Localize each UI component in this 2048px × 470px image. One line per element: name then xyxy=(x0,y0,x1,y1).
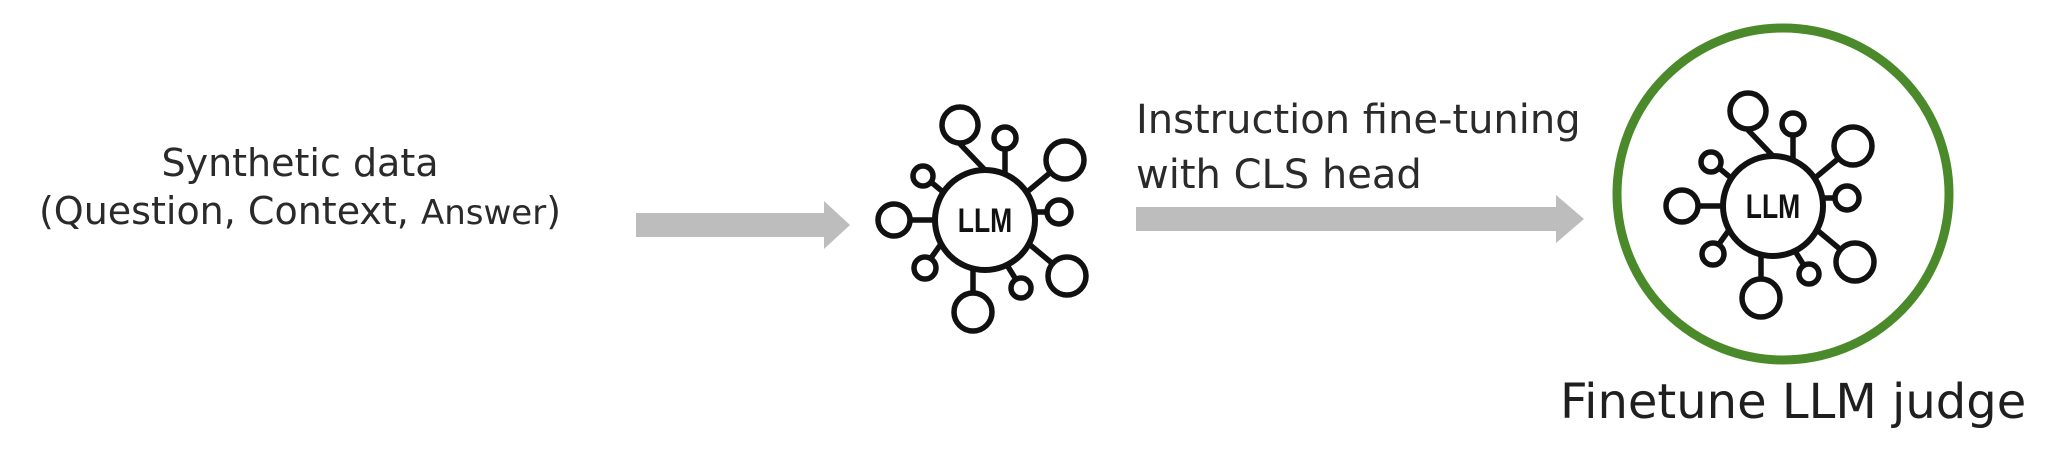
finetune-edge-line1: Instruction fine-tuning xyxy=(1136,97,1581,143)
llm-judge-icon-text: LLM xyxy=(1746,188,1800,226)
fields-suffix: ) xyxy=(546,188,562,233)
finetune-edge-label: Instruction fine-tuning with CLS head xyxy=(1136,93,1581,203)
llm-base-icon: LLM xyxy=(878,107,1086,331)
judge-label: Finetune LLM judge xyxy=(1560,374,2027,430)
fields-prefix: (Question, Context, xyxy=(38,188,421,233)
arrow-data-to-llm xyxy=(636,201,850,249)
llm-judge-icon: LLM xyxy=(1666,93,1874,317)
synthetic-data-fields: (Question, Context, Answer) xyxy=(0,188,600,236)
llm-base-icon-text: LLM xyxy=(958,202,1012,240)
judge-ring xyxy=(1612,23,1954,365)
synthetic-data-title: Synthetic data xyxy=(161,141,439,185)
finetune-edge-line2: with CLS head xyxy=(1136,152,1422,198)
fields-answer: Answer xyxy=(420,192,547,233)
synthetic-data-label: Synthetic data (Question, Context, Answe… xyxy=(0,140,600,235)
arrow-finetune xyxy=(1136,195,1584,243)
